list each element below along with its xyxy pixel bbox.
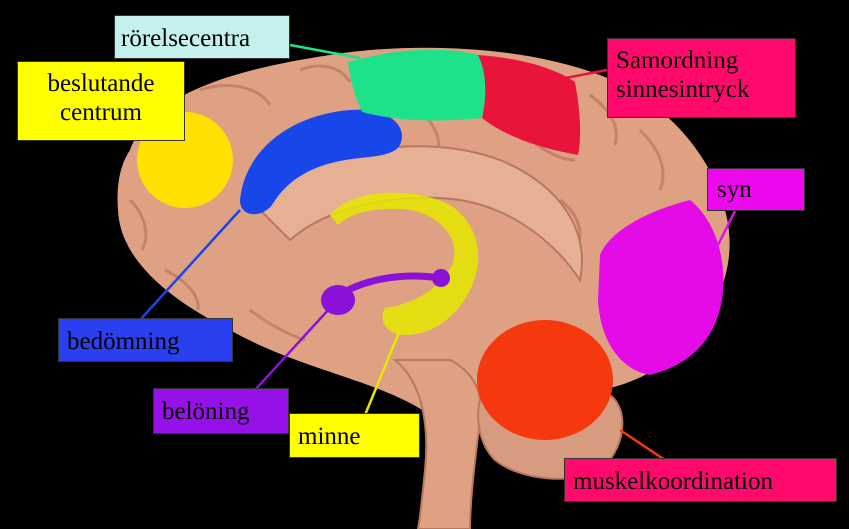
label-reward-text: belöning — [162, 398, 250, 425]
vision-region — [598, 200, 724, 375]
label-memory-text: minne — [298, 423, 361, 450]
label-decision: beslutande centrum — [17, 61, 185, 141]
label-coordination: muskelkoordination — [564, 458, 837, 502]
reward-node-large — [321, 285, 355, 315]
motor-region — [348, 49, 486, 121]
brain-stem — [392, 359, 482, 529]
leader-reward — [254, 307, 331, 391]
reward-node-small — [432, 269, 450, 287]
label-decision-line2: centrum — [60, 99, 142, 126]
leader-coordination — [619, 428, 666, 462]
leader-vision — [716, 210, 737, 246]
label-judgement: bedömning — [58, 318, 233, 362]
label-vision-text: syn — [717, 176, 752, 203]
label-sensory-line1: Samordning — [616, 47, 739, 74]
memory-region — [330, 192, 479, 335]
label-motor: rörelsecentra — [114, 15, 290, 59]
label-reward: belöning — [153, 388, 289, 434]
label-decision-line1: beslutande — [47, 70, 155, 97]
leader-sensory — [554, 68, 608, 82]
leader-motor — [289, 43, 361, 60]
sensory-region — [478, 55, 581, 155]
coordination-region — [477, 320, 613, 440]
judgement-region — [240, 109, 402, 215]
label-sensory-line2: sinnesintryck — [616, 76, 750, 103]
label-sensory: Samordning sinnesintryck — [607, 38, 796, 118]
label-memory: minne — [289, 413, 420, 458]
label-vision: syn — [707, 168, 805, 211]
leader-memory — [363, 329, 402, 416]
label-coordination-text: muskelkoordination — [573, 468, 773, 495]
leader-decision — [139, 139, 166, 161]
label-motor-text: rörelsecentra — [121, 25, 251, 52]
leader-judgement — [139, 209, 241, 321]
label-judgement-text: bedömning — [67, 328, 180, 355]
